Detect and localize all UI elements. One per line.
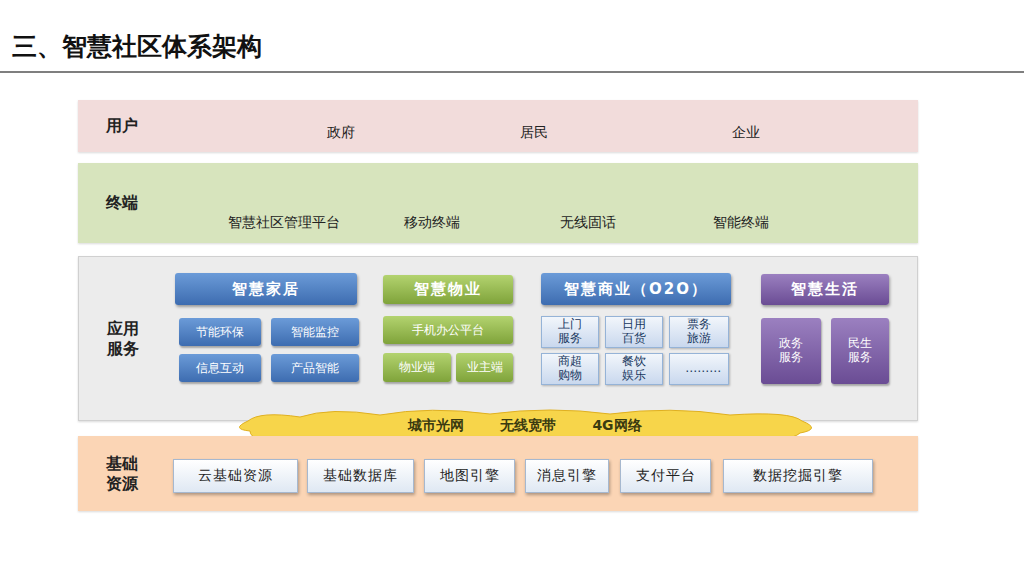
box-label: 云基础资源	[198, 467, 273, 485]
box-label: 物业端	[399, 359, 435, 376]
box-label: 日用 百货	[620, 318, 648, 346]
service-box: 地图引擎	[424, 459, 515, 493]
service-box: 日用 百货	[605, 316, 663, 348]
item-label: 智能终端	[713, 214, 769, 232]
service-box: 商超 购物	[541, 353, 599, 385]
item-label: 企业	[732, 124, 760, 142]
layer-band: 应用 服务 智慧家居节能环保 智能监控信息互动 产品智能 智慧物业手机办公平台物业端 业主…	[78, 256, 918, 421]
service-box: 基础数据库	[307, 459, 414, 493]
item-label: 智慧社区管理平台	[228, 214, 340, 232]
box-label: 消息引擎	[537, 467, 597, 485]
box-label: 智慧生活	[791, 280, 859, 299]
page-title: 三、智慧社区体系架构	[12, 30, 262, 63]
service-box: 智慧商业（O2O）	[541, 273, 731, 305]
item-label: 居民	[520, 124, 548, 142]
box-label: 上门 服务	[556, 318, 584, 346]
layer-band: 终端	[78, 163, 918, 243]
service-box: 票务 旅游	[669, 316, 729, 348]
box-label: 票务 旅游	[685, 318, 713, 346]
box-label: 城市光网	[408, 417, 464, 435]
title-rule	[0, 71, 1024, 73]
box-label: 节能环保	[196, 324, 244, 341]
box-label: 支付平台	[636, 467, 696, 485]
box-label: 基础数据库	[323, 467, 398, 485]
box-label: 手机办公平台	[412, 322, 484, 339]
box-label: 地图引擎	[440, 467, 500, 485]
service-box: ………	[669, 353, 729, 385]
service-box: 上门 服务	[541, 316, 599, 348]
box-label: 智慧物业	[414, 280, 482, 299]
service-box: 数据挖掘引擎	[723, 459, 873, 493]
layer-band: 用户	[78, 100, 918, 152]
box-label: 业主端	[467, 359, 503, 376]
service-box: 智慧生活	[761, 274, 889, 305]
box-label: 数据挖掘引擎	[753, 467, 843, 485]
box-label: 商超 购物	[556, 355, 584, 383]
box-label: 政务 服务	[777, 337, 805, 365]
layer-label: 终端	[106, 193, 143, 213]
box-label: 产品智能	[291, 360, 339, 377]
service-box: 物业端	[383, 353, 451, 382]
service-box: 信息互动	[179, 354, 261, 382]
service-box: 智慧家居	[175, 273, 357, 305]
service-box: 餐饮 娱乐	[605, 353, 663, 385]
box-label: ………	[685, 362, 713, 376]
service-box: 节能环保	[179, 318, 261, 346]
service-box: 支付平台	[620, 459, 711, 493]
service-box: 政务 服务	[761, 318, 821, 384]
item-label: 无线固话	[560, 214, 616, 232]
box-label: 智能监控	[291, 324, 339, 341]
service-box: 产品智能	[271, 354, 359, 382]
box-label: 信息互动	[196, 360, 244, 377]
item-label: 政府	[327, 124, 355, 142]
service-box: 智慧物业	[383, 275, 513, 304]
service-box: 云基础资源	[173, 459, 298, 493]
layer-band: 基础 资源 云基础资源 基础数据库 地图引擎 消息引擎 支付平台 数据挖掘引擎	[78, 436, 918, 511]
box-label: 4G网络	[592, 417, 641, 435]
box-label: 餐饮 娱乐	[620, 355, 648, 383]
service-box: 民生 服务	[831, 318, 889, 384]
layer-label: 用户	[106, 116, 143, 136]
box-label: 智慧商业（O2O）	[564, 280, 708, 299]
layer-label: 基础 资源	[106, 454, 143, 494]
box-label: 智慧家居	[232, 280, 300, 299]
service-box: 业主端	[456, 353, 513, 382]
service-box: 手机办公平台	[383, 316, 513, 344]
service-box: 消息引擎	[525, 459, 609, 493]
box-label: 民生 服务	[846, 337, 874, 365]
layer-label: 应用 服务	[107, 319, 144, 359]
service-box: 智能监控	[271, 318, 359, 346]
item-label: 移动终端	[404, 214, 460, 232]
box-label: 无线宽带	[500, 417, 556, 435]
